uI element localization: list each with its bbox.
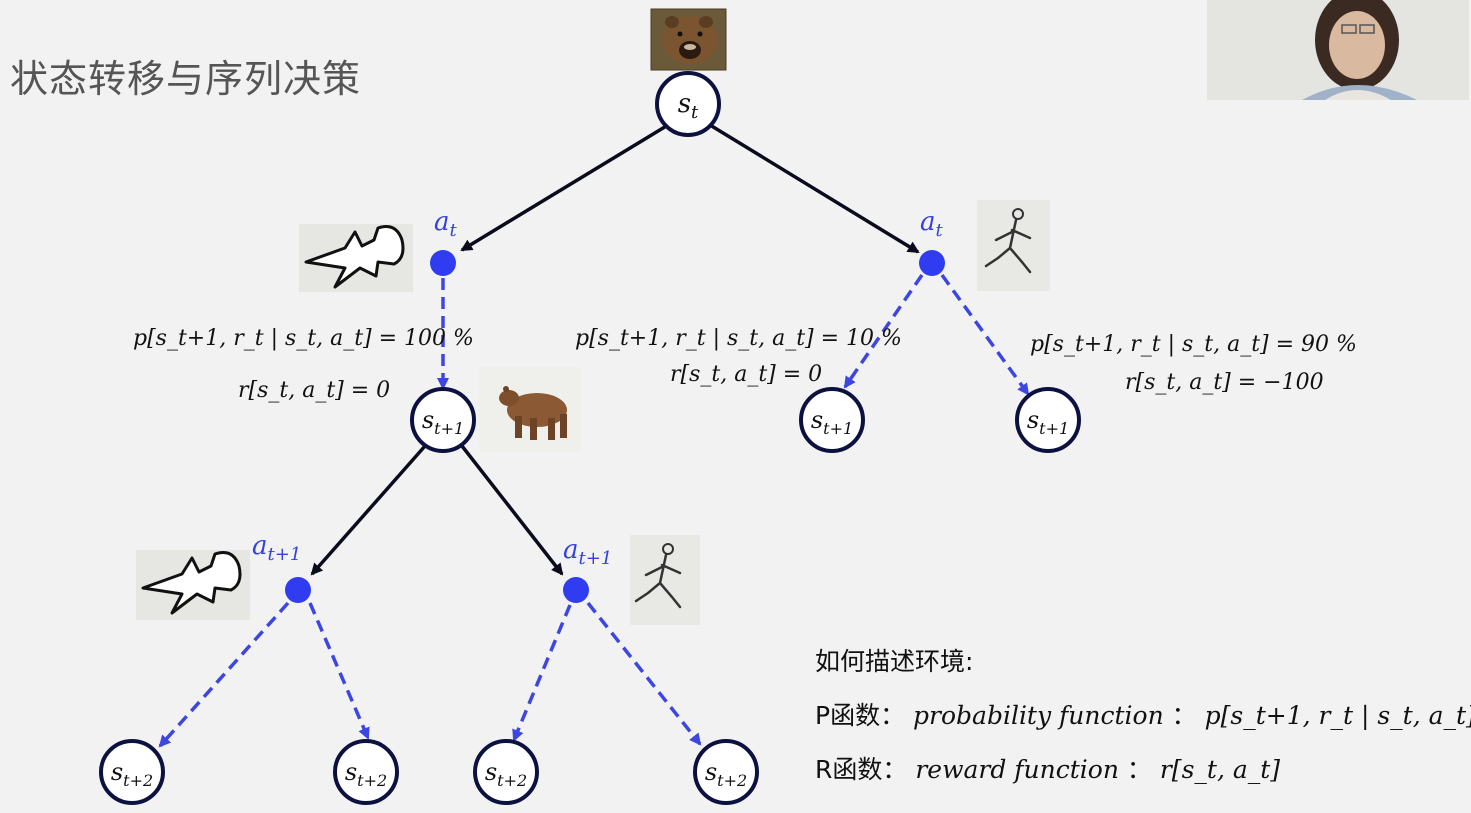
legend-p-function: P函数： probability function ： p[s_t+1, r_t…	[815, 696, 1471, 732]
edge-action2a-to-state2a	[158, 601, 290, 748]
action-dot-left2	[285, 577, 311, 603]
svg-text:st+2: st+2	[345, 758, 387, 790]
running-figure-icon	[977, 200, 1050, 291]
right-reward-text: r[s_t, a_t] = −100	[1125, 370, 1324, 395]
r-function-formula: r[s_t, a_t]	[1159, 755, 1281, 784]
slide-title: 状态转移与序列决策	[10, 57, 362, 101]
edge-action2b-to-state2d	[586, 601, 702, 746]
lying-figure-icon	[136, 550, 250, 620]
webcam-overlay	[1207, 0, 1469, 100]
action-label-right2: at+1	[563, 535, 612, 569]
edge-action2b-to-state2c	[512, 604, 572, 742]
left-prob-text: p[s_t+1, r_t | s_t, a_t] = 100 %	[133, 326, 474, 351]
state-node-t2-c: st+2	[473, 739, 539, 805]
edge-right-action-to-state-a	[843, 274, 924, 389]
action-label-left2: at+1	[252, 531, 301, 565]
edge-right-action-to-state-b	[940, 273, 1030, 396]
action-dot-right2	[563, 577, 589, 603]
right-transition-probability: p[s_t+1, r_t | s_t, a_t] = 90 %	[1030, 332, 1357, 357]
p-function-label: P函数：	[815, 701, 906, 730]
action-label-right: at	[920, 207, 944, 241]
running-figure-icon	[630, 535, 700, 625]
mid-prob-text: p[s_t+1, r_t | s_t, a_t] = 10 %	[575, 326, 902, 351]
edge-state-to-right-action2	[460, 444, 564, 576]
legend-r-function: R函数： reward function ： r[s_t, a_t]	[815, 750, 1280, 786]
left-transition-probability: p[s_t+1, r_t | s_t, a_t] = 100 %	[133, 326, 474, 351]
p-function-name: probability function	[913, 701, 1164, 730]
svg-text:st+2: st+2	[485, 758, 527, 790]
left-reward-text: r[s_t, a_t] = 0	[238, 378, 391, 403]
state-node-t2-b: st+2	[333, 739, 399, 805]
edge-root-to-left-action	[460, 123, 669, 252]
legend-heading: 如何描述环境:	[815, 642, 973, 678]
r-function-colon: ：	[1126, 755, 1152, 784]
state-node-root: st	[655, 71, 721, 137]
roaring-bear-photo	[650, 8, 727, 71]
state-node-t1-right: st+1	[1015, 387, 1081, 453]
p-function-colon: ：	[1171, 701, 1197, 730]
p-function-formula: p[s_t+1, r_t | s_t, a_t]	[1204, 701, 1471, 730]
svg-text:st+1: st+1	[1027, 406, 1069, 438]
mid-transition-reward: r[s_t, a_t] = 0	[670, 362, 822, 387]
svg-text:st+2: st+2	[705, 758, 747, 790]
left-transition-reward: r[s_t, a_t] = 0	[238, 378, 390, 403]
lying-figure-icon	[299, 224, 413, 292]
svg-text:st+2: st+2	[111, 758, 153, 790]
mid-transition-probability: p[s_t+1, r_t | s_t, a_t] = 10 %	[575, 326, 902, 351]
r-function-name: reward function	[915, 755, 1119, 784]
svg-text:st+1: st+1	[422, 406, 464, 438]
mid-reward-text: r[s_t, a_t] = 0	[670, 362, 823, 387]
svg-text:st+1: st+1	[811, 406, 853, 438]
right-prob-text: p[s_t+1, r_t | s_t, a_t] = 90 %	[1030, 332, 1357, 357]
action-label-left: at	[434, 207, 458, 241]
edge-root-to-right-action	[709, 123, 920, 254]
edge-state-to-left-action2	[310, 444, 427, 576]
state-node-t2-d: st+2	[693, 739, 759, 805]
r-function-label: R函数：	[815, 755, 908, 784]
brown-bear-photo	[479, 367, 581, 452]
state-node-t1-mid: st+1	[799, 387, 865, 453]
right-transition-reward: r[s_t, a_t] = −100	[1125, 370, 1324, 395]
legend-heading-text: 如何描述环境:	[815, 647, 974, 676]
state-node-t1: st+1	[410, 387, 476, 453]
action-dot-right	[919, 250, 945, 276]
presenter-video-icon	[1207, 0, 1469, 100]
state-node-t2-a: st+2	[99, 739, 165, 805]
action-dot-left	[430, 250, 456, 276]
svg-text:st: st	[678, 89, 699, 123]
edge-action2a-to-state2b	[308, 602, 370, 740]
